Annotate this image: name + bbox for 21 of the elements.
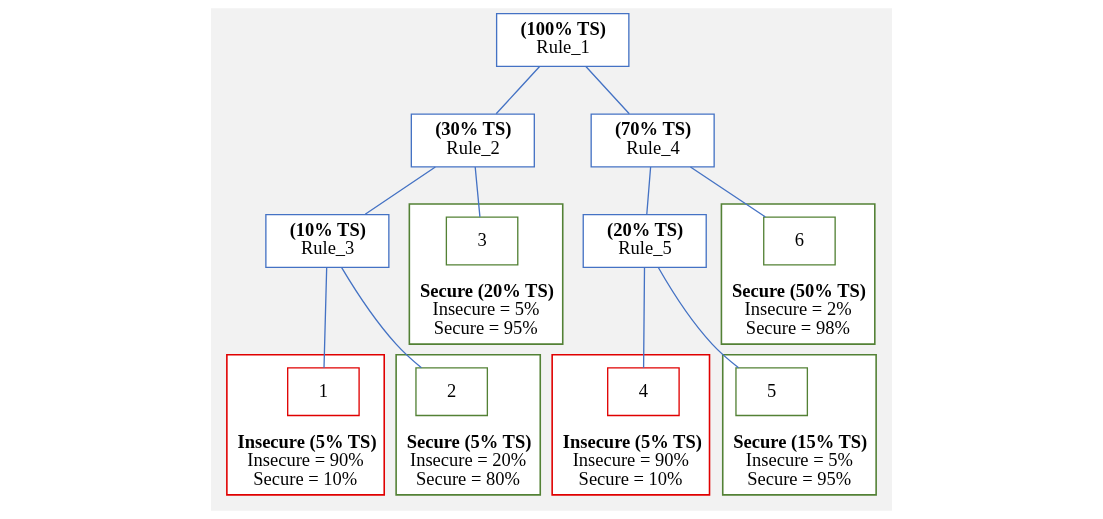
connector [585, 65, 630, 115]
connector [474, 166, 481, 218]
node-box: (30% TS) Rule_2 [410, 113, 535, 168]
connector [323, 267, 328, 369]
connector [646, 166, 652, 215]
connector [495, 65, 541, 115]
connector [364, 166, 437, 215]
connector [657, 267, 740, 369]
node-box: 1 [287, 367, 360, 417]
node-box: (20% TS) Rule_5 [582, 213, 707, 269]
connector [642, 267, 646, 369]
node-box: 3 [445, 216, 519, 266]
node-box: (70% TS) Rule_4 [590, 113, 715, 168]
node-box: 4 [607, 367, 680, 417]
node-box: (10% TS) Rule_3 [265, 213, 390, 269]
connector [341, 266, 423, 369]
node-box: 5 [735, 367, 809, 417]
node-box: 2 [415, 367, 489, 417]
connector [689, 166, 766, 218]
node-box: (100% TS) Rule_1 [495, 12, 630, 68]
node-box: 6 [763, 216, 836, 266]
